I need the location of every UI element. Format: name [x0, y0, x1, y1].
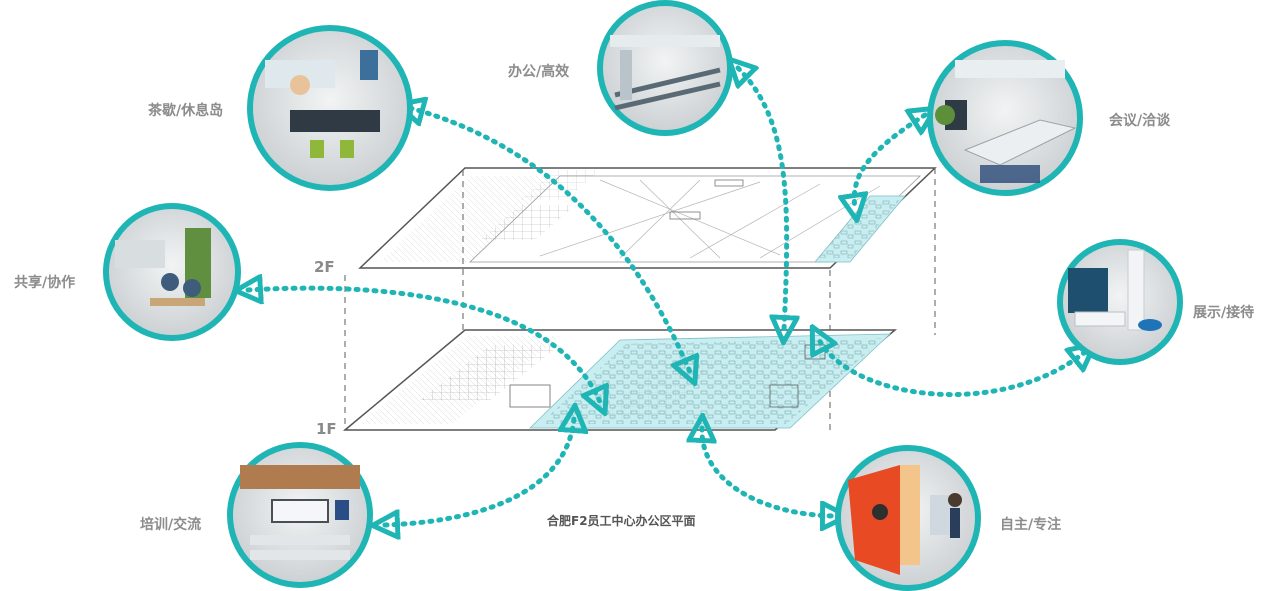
photo-tea-zone	[247, 25, 413, 191]
floor-label-2f: 2F	[314, 258, 335, 276]
plan-caption: 合肥F2员工中心办公区平面	[547, 514, 696, 528]
zone-label-tea: 茶歇/休息岛	[148, 103, 224, 119]
arrow-share	[248, 288, 600, 402]
zone-connections	[248, 68, 1085, 525]
floor-2-plan	[358, 167, 937, 269]
photo-display-zone	[1057, 239, 1183, 365]
photo-training-zone	[227, 442, 373, 588]
photo-meeting-zone	[927, 40, 1083, 196]
zone-label-focus: 自主/专注	[1000, 517, 1062, 533]
zone-label-display: 展示/接待	[1193, 305, 1255, 321]
zone-label-office: 办公/高效	[508, 64, 570, 80]
photo-share-zone	[103, 203, 241, 341]
photo-focus-zone	[835, 445, 981, 591]
arrow-tea	[410, 108, 690, 372]
arrow-display	[818, 338, 1085, 398]
arrow-office	[738, 68, 787, 330]
arrow-meeting	[854, 115, 925, 208]
arrow-focus	[702, 428, 835, 516]
floor-1-plan	[342, 329, 898, 431]
photo-office-zone	[597, 0, 733, 136]
arrow-training	[385, 418, 574, 525]
floor-label-1f: 1F	[316, 420, 337, 438]
zone-label-training: 培训/交流	[140, 517, 202, 533]
zone-label-share: 共享/协作	[14, 275, 76, 291]
zone-label-meeting: 会议/洽谈	[1109, 113, 1171, 129]
